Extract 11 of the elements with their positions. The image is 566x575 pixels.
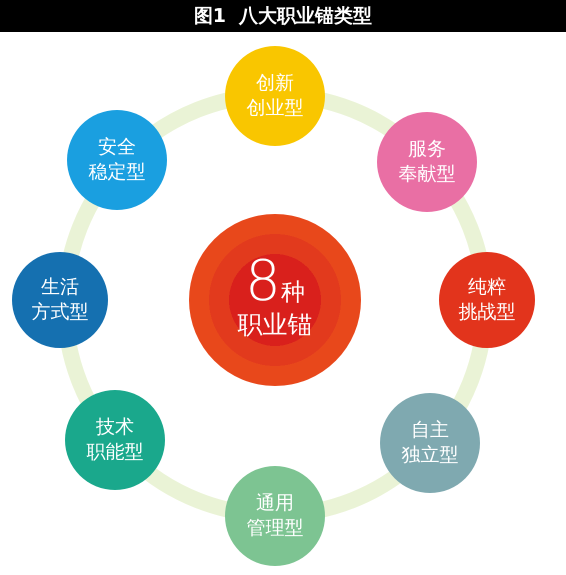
title-bar: 图1 八大职业锚类型: [0, 0, 566, 32]
center-text: 职业锚: [238, 310, 312, 340]
type-label: 纯粹挑战型: [458, 275, 516, 325]
type-label: 技术职能型: [86, 415, 144, 465]
type-label: 创新创业型: [246, 71, 304, 121]
type-label: 服务奉献型: [398, 137, 456, 187]
type-label: 通用管理型: [246, 491, 304, 541]
type-label: 自主独立型: [402, 418, 458, 468]
center-text: 种: [280, 278, 305, 306]
type-label: 安全稳定型: [88, 135, 146, 185]
type-label: 生活方式型: [32, 275, 88, 325]
